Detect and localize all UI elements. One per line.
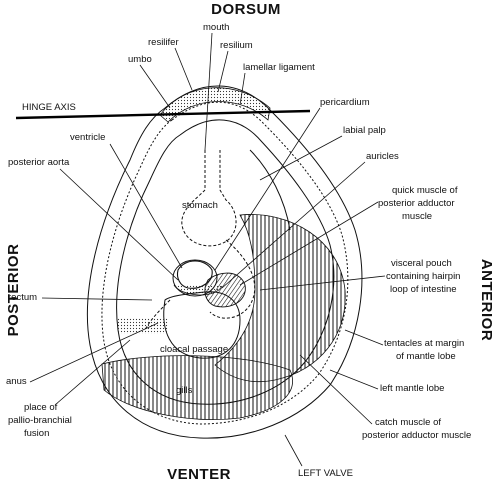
ventricle-label: ventricle [70, 132, 105, 143]
mouth-label: mouth [203, 22, 229, 33]
catch-muscle-label-2: posterior adductor muscle [362, 430, 471, 441]
hinge-axis-label: HINGE AXIS [22, 102, 76, 113]
anus-label: anus [6, 376, 27, 387]
resilifer-label: resilifer [148, 37, 179, 48]
cloacal-passage-label: cloacal passage [160, 344, 228, 355]
umbo-region [159, 87, 271, 123]
posterior-aorta-label: posterior aorta [8, 157, 70, 168]
visceral-pouch-label-1: visceral pouch [391, 258, 452, 269]
pericardium-shape [172, 259, 218, 297]
left-mantle-lobe-label: left mantle lobe [380, 383, 444, 394]
catch-muscle-shape [214, 214, 346, 383]
pericardium-label: pericardium [320, 97, 370, 108]
anus-area [118, 318, 168, 334]
quick-muscle-label-2: posterior adductor [378, 198, 455, 209]
hinge-axis-line [15, 109, 311, 120]
venter-label: VENTER [167, 466, 231, 483]
tentacles-label-2: of mantle lobe [396, 351, 456, 362]
quick-muscle-label-1: quick muscle of [392, 185, 458, 196]
resilium-label: resilium [220, 40, 253, 51]
rectum-label: rectum [8, 292, 37, 303]
lamellar-ligament-label: lamellar ligament [243, 62, 315, 73]
dorsum-label: DORSUM [211, 1, 281, 18]
labial-palp-label: labial palp [343, 125, 386, 136]
ventricle-shape [176, 260, 213, 289]
labial-palp-shape [249, 149, 291, 231]
auricles-shape [173, 284, 223, 296]
pallio-branchial-label-2: pallio-branchial [8, 415, 72, 426]
tentacles-label-1: tentacles at margin [384, 338, 464, 349]
umbo-label: umbo [128, 54, 152, 65]
posterior-label: POSTERIOR [5, 244, 22, 337]
pallio-branchial-label-3: fusion [24, 428, 49, 439]
left-valve-label: LEFT VALVE [298, 468, 353, 479]
stomach-outline [181, 150, 237, 247]
left-valve-outline [86, 85, 363, 439]
auricles-label: auricles [366, 151, 399, 162]
intestine-loop [209, 239, 256, 319]
quick-muscle-label-3: muscle [402, 211, 432, 222]
visceral-pouch-label-2: containing hairpin [386, 271, 460, 282]
gills-label: gills [176, 385, 193, 396]
stomach-label: stomach [182, 200, 218, 211]
mantle-edge [101, 101, 349, 425]
anterior-label: ANTERIOR [478, 259, 493, 341]
quick-muscle-shape [204, 272, 246, 308]
catch-muscle-label-1: catch muscle of [375, 417, 441, 428]
visceral-pouch-label-3: loop of intestine [390, 284, 457, 295]
visceral-mass [163, 291, 241, 359]
pallio-branchial-label-1: place of [24, 402, 58, 413]
